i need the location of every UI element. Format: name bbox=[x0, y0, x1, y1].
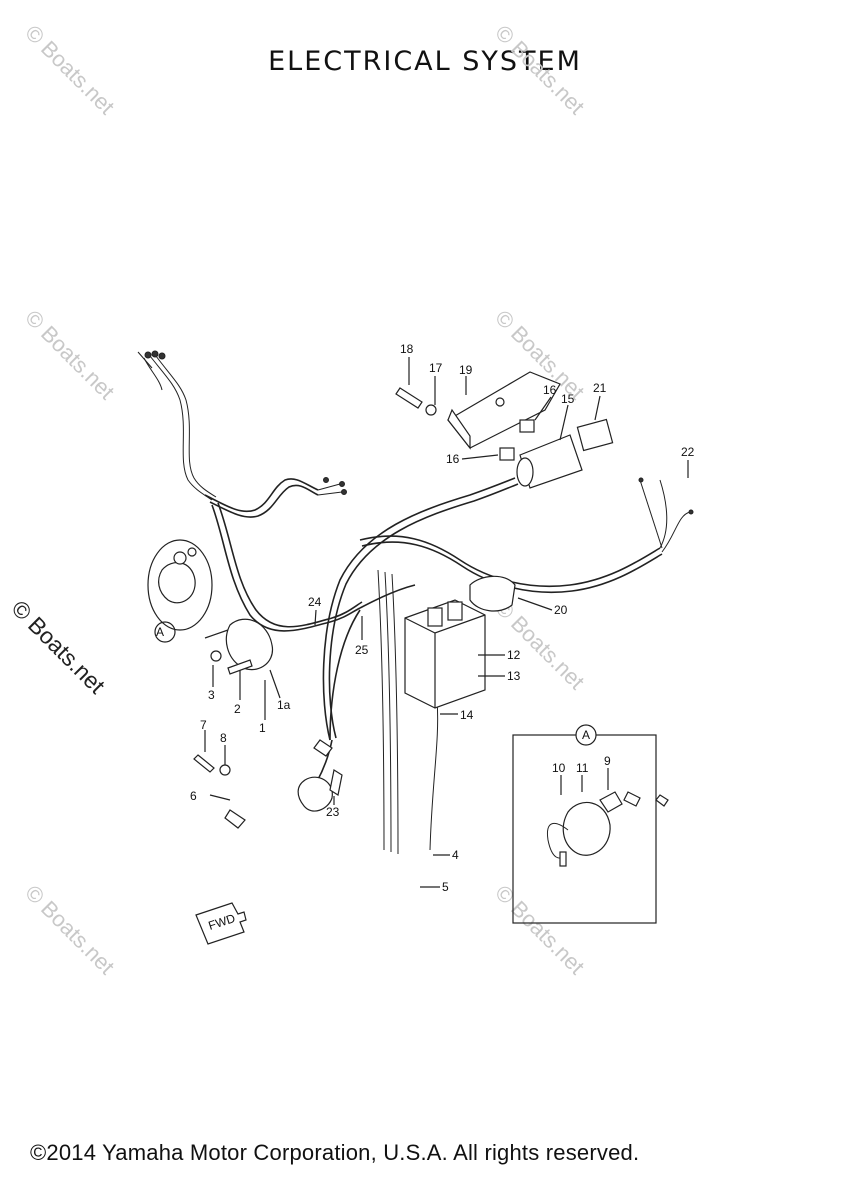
callout-labels: 18 17 19 16 15 21 16 22 20 12 13 14 24 2… bbox=[156, 342, 695, 933]
horn-detail-label: A bbox=[156, 625, 164, 639]
wiring-harness bbox=[137, 350, 694, 855]
regulator-assembly bbox=[404, 575, 516, 709]
callout-16-upper: 16 bbox=[543, 383, 557, 397]
callout-9: 9 bbox=[604, 754, 611, 768]
callout-3: 3 bbox=[208, 688, 215, 702]
callout-13: 13 bbox=[507, 669, 521, 683]
callout-1: 1 bbox=[259, 721, 266, 735]
callout-11: 11 bbox=[576, 761, 589, 775]
callout-14: 14 bbox=[460, 708, 474, 722]
callout-12: 12 bbox=[507, 648, 521, 662]
detail-box-a bbox=[512, 724, 669, 924]
copyright-footer: ©2014 Yamaha Motor Corporation, U.S.A. A… bbox=[30, 1140, 640, 1165]
callout-18: 18 bbox=[400, 342, 414, 356]
callout-16-lower: 16 bbox=[446, 452, 460, 466]
callout-8: 8 bbox=[220, 731, 227, 745]
page-title: ELECTRICAL SYSTEM bbox=[268, 46, 582, 77]
fwd-arrow-icon bbox=[195, 902, 247, 945]
callout-25: 25 bbox=[355, 643, 369, 657]
callout-6: 6 bbox=[190, 789, 197, 803]
callout-15: 15 bbox=[561, 392, 575, 406]
left-components bbox=[193, 618, 343, 829]
ignition-coil-assembly bbox=[395, 371, 614, 489]
callout-24: 24 bbox=[308, 595, 322, 609]
callout-19: 19 bbox=[459, 363, 473, 377]
callout-1a: 1a bbox=[277, 698, 291, 712]
callout-10: 10 bbox=[552, 761, 566, 775]
callout-2: 2 bbox=[234, 702, 241, 716]
callout-23: 23 bbox=[326, 805, 340, 819]
callout-17: 17 bbox=[429, 361, 443, 375]
callout-21: 21 bbox=[593, 381, 607, 395]
horn-location bbox=[147, 539, 213, 643]
callout-5: 5 bbox=[442, 880, 449, 894]
leader-lines bbox=[204, 357, 689, 888]
detail-box-label: A bbox=[582, 728, 590, 742]
callout-4: 4 bbox=[452, 848, 459, 862]
callout-22: 22 bbox=[681, 445, 695, 459]
callout-7: 7 bbox=[200, 718, 207, 732]
callout-20: 20 bbox=[554, 603, 568, 617]
